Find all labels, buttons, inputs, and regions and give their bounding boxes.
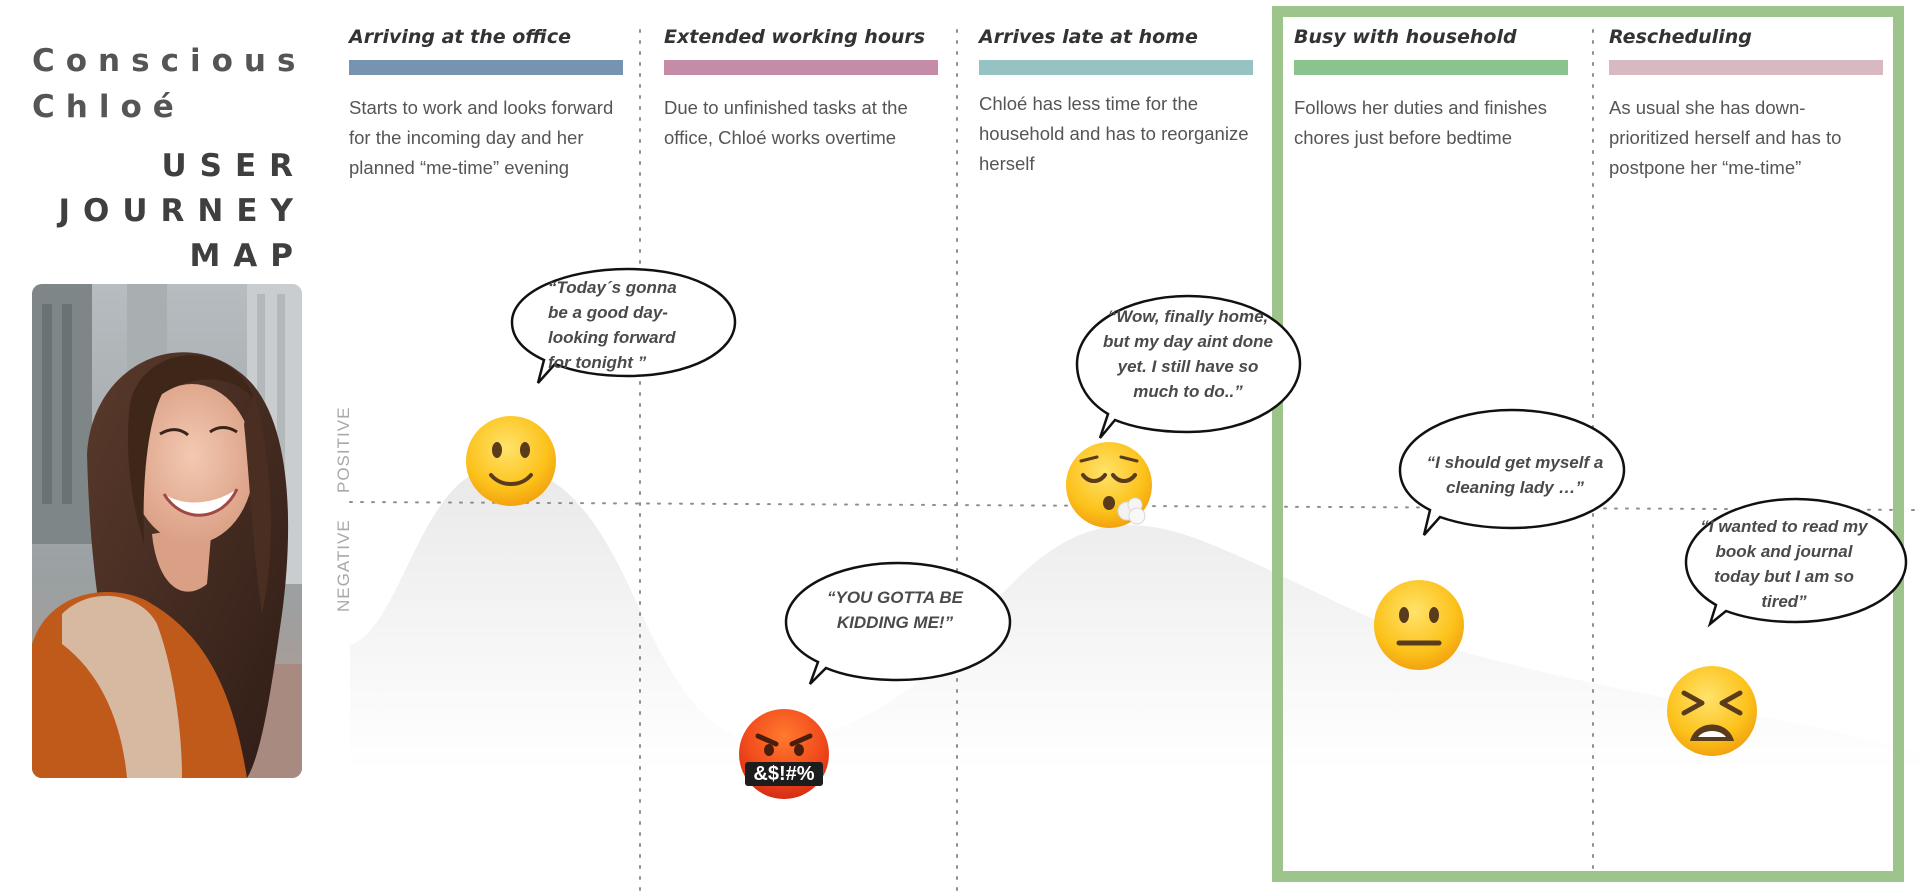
phase-color-bar <box>979 60 1253 75</box>
speech-bubble-5 <box>1684 497 1908 628</box>
title-line-2: JOURNEY <box>58 193 306 229</box>
phase-busy-with-household: Busy with household Follows her duties a… <box>1294 24 1570 153</box>
slightly-smiling-face-icon <box>466 416 556 506</box>
phase-color-bar <box>664 60 938 75</box>
speech-bubble-4 <box>1398 408 1626 536</box>
phase-rescheduling: Rescheduling As usual she has down-prior… <box>1609 24 1885 183</box>
persona-last-name: Chloé <box>32 89 185 125</box>
persona-first-name: Conscious <box>32 43 307 79</box>
persona-photo <box>32 284 302 778</box>
speech-bubble-2 <box>784 561 1012 685</box>
quote-text-5: “I wanted to read my book and journal to… <box>1700 517 1868 611</box>
face-exhaling-icon <box>1066 442 1152 528</box>
speech-bubble-1 <box>510 267 737 384</box>
phase-description: Starts to work and looks forward for the… <box>349 97 614 178</box>
phase-title: Arriving at the office <box>349 26 572 48</box>
neutral-axis-line <box>349 501 1920 511</box>
phase-color-bar <box>1609 60 1883 75</box>
phase-arrives-late-at-home: Arrives late at home Chloé has less time… <box>979 24 1255 179</box>
phase-color-bar <box>1294 60 1568 75</box>
speech-bubble-3 <box>1075 294 1302 439</box>
phase-title: Arrives late at home <box>979 26 1198 48</box>
phase-title: Extended working hours <box>664 26 926 48</box>
phase-description: Due to unfinished tasks at the office, C… <box>664 97 908 148</box>
highlight-frame <box>1272 6 1904 882</box>
neutral-face-icon <box>1374 580 1464 670</box>
phase-title: Rescheduling <box>1609 26 1752 48</box>
quote-text-3: “Wow, finally home, but my day aint done… <box>1102 307 1274 401</box>
phase-color-bar <box>349 60 623 75</box>
phase-description: As usual she has down-prioritized hersel… <box>1609 97 1842 178</box>
quote-text-1: “Today´s gonna be a good day- looking fo… <box>548 278 677 372</box>
enraged-face-with-symbols-icon <box>739 709 829 799</box>
phase-description: Chloé has less time for the household an… <box>979 93 1249 174</box>
emotion-curve-area <box>350 466 1920 770</box>
emoji-symbols-text: &$!#% <box>753 763 815 785</box>
title-line-1: USER <box>161 148 306 184</box>
title-line-3: MAP <box>189 238 306 274</box>
phase-arriving-at-office: Arriving at the office Starts to work an… <box>349 24 625 183</box>
tired-face-icon <box>1667 666 1757 756</box>
quote-text-2: “YOU GOTTA BE KIDDING ME!” <box>827 588 963 632</box>
phase-extended-working-hours: Extended working hours Due to unfinished… <box>664 24 940 153</box>
phase-description: Follows her duties and finishes chores j… <box>1294 97 1547 148</box>
quote-text-4: “I should get myself a cleaning lady …” <box>1426 453 1604 497</box>
phase-title: Busy with household <box>1294 26 1517 48</box>
